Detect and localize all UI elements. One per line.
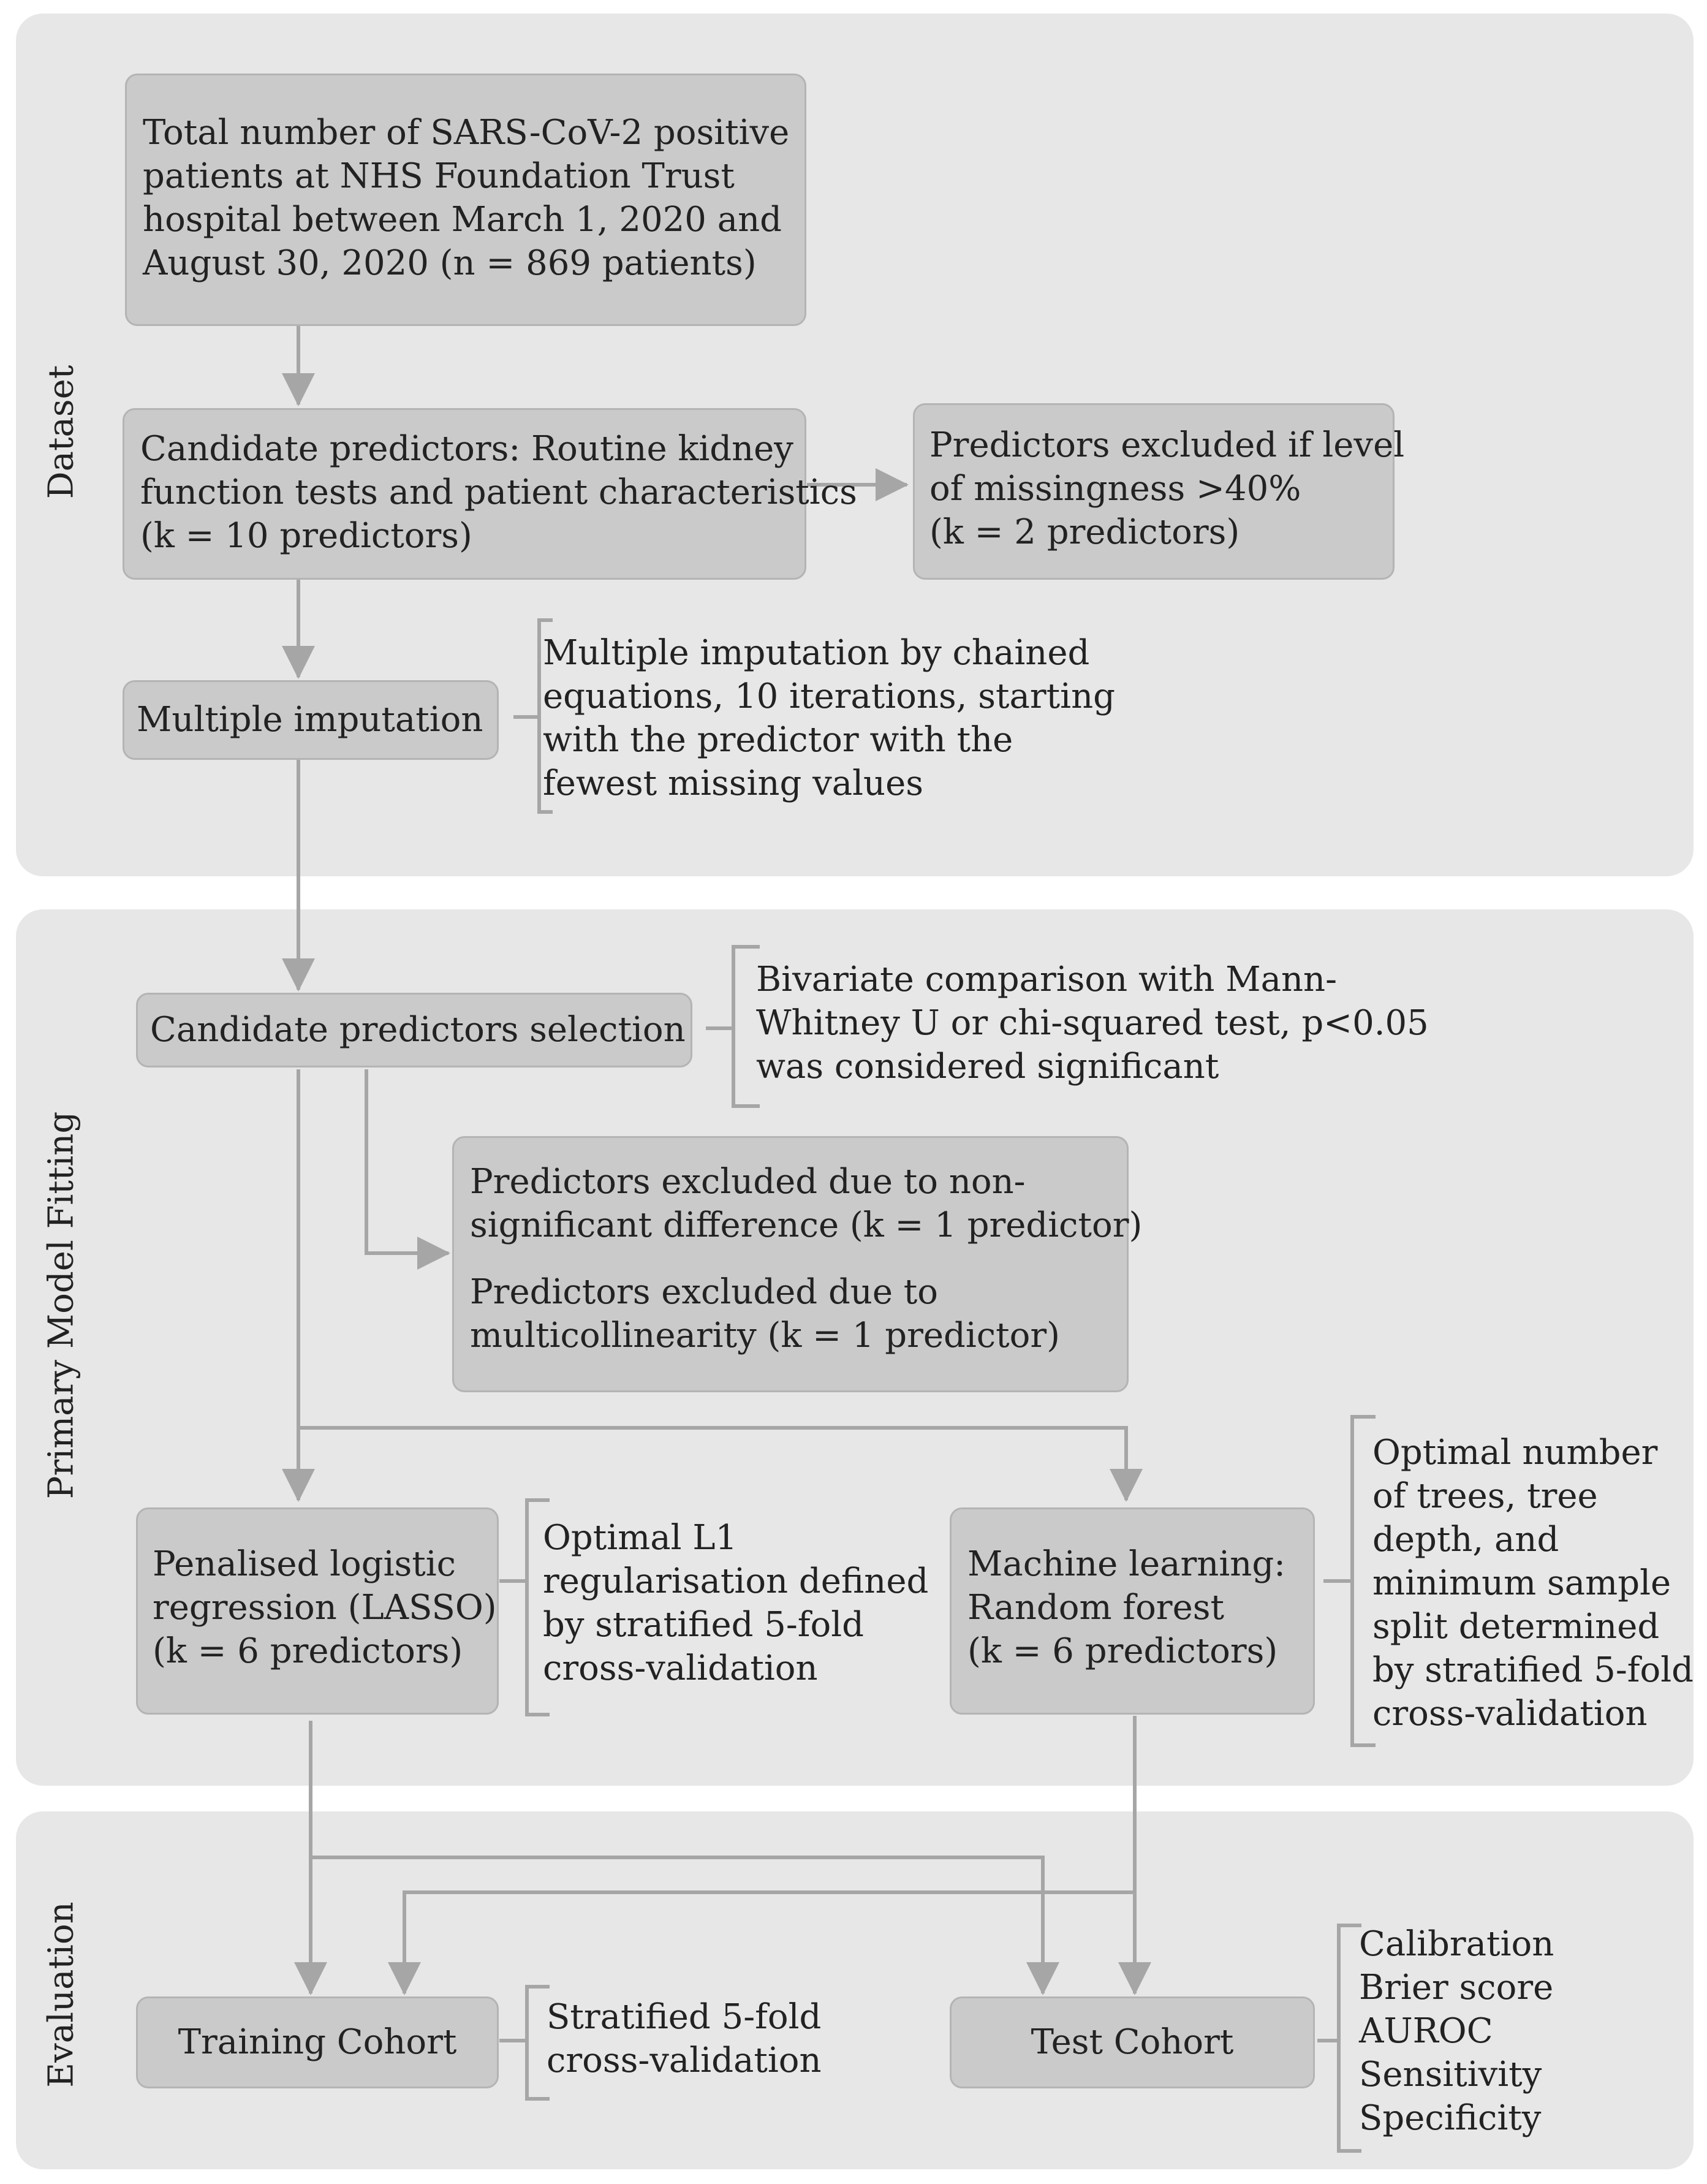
test-note-line-4: Sensitivity (1359, 2055, 1542, 2095)
rf-note-line-5: split determined (1372, 1607, 1660, 1647)
lasso-note-line-2: regularisation defined (543, 1561, 929, 1601)
test-note-line-1: Calibration (1359, 1924, 1554, 1964)
test-note-line-2: Brier score (1359, 1968, 1554, 2008)
brace-lasso (499, 1498, 550, 1716)
brace-selection (706, 945, 760, 1108)
imputation-note-line-2: equations, 10 iterations, starting (543, 677, 1116, 716)
test-note: Calibration Brier score AUROC Sensitivit… (1359, 1922, 1554, 2140)
training-note-line-2: cross-validation (547, 2041, 822, 2080)
rf-note-line-3: depth, and (1372, 1520, 1559, 1560)
lasso-line-1: Penalised logistic (153, 1544, 456, 1584)
lasso-note: Optimal L1 regularisation defined by str… (543, 1516, 928, 1690)
arrow-branch-to-rf (298, 1426, 1143, 1502)
candidate-line-2: function tests and patient characteristi… (140, 472, 857, 512)
total-patients-line-3: hospital between March 1, 2020 and (143, 200, 782, 240)
rf-note-line-4: minimum sample (1372, 1563, 1671, 1603)
training-note-line-1: Stratified 5-fold (547, 1997, 822, 2037)
brace-training (499, 1985, 550, 2101)
excluded-multicol-line-2: multicollinearity (k = 1 predictor) (470, 1316, 1060, 1356)
selection-note: Bivariate comparison with Mann- Whitney … (756, 958, 1429, 1088)
training-cohort-box: Training Cohort (136, 1996, 499, 2088)
imputation-label: Multiple imputation (137, 700, 483, 740)
arrow-rf-to-training (388, 1890, 1135, 1995)
selection-label: Candidate predictors selection (150, 1010, 686, 1050)
excluded-missingness-box: Predictors excluded if level of missingn… (913, 403, 1405, 580)
excluded-nonsig-line-2: significant difference (k = 1 predictor) (470, 1205, 1143, 1245)
rf-note-line-6: by stratified 5-fold (1372, 1650, 1694, 1690)
excluded-multicol-line-1: Predictors excluded due to (470, 1272, 939, 1312)
excluded-predictors-box: Predictors excluded due to non- signific… (452, 1136, 1143, 1392)
test-note-line-5: Specificity (1359, 2098, 1542, 2138)
multiple-imputation-box: Multiple imputation (123, 680, 499, 760)
test-cohort-box: Test Cohort (950, 1996, 1315, 2088)
candidate-line-3: (k = 10 predictors) (140, 516, 472, 556)
random-forest-box: Machine learning: Random forest (k = 6 p… (950, 1507, 1315, 1715)
arrow-lasso-to-test (311, 1856, 1059, 1995)
brace-imputation (513, 618, 553, 814)
imputation-note: Multiple imputation by chained equations… (543, 631, 1115, 805)
total-patients-line-2: patients at NHS Foundation Trust (143, 156, 735, 196)
test-cohort-label: Test Cohort (1031, 2022, 1234, 2062)
brace-rf (1323, 1415, 1376, 1747)
lasso-box: Penalised logistic regression (LASSO) (k… (136, 1507, 499, 1715)
selection-note-line-2: Whitney U or chi-squared test, p<0.05 (756, 1003, 1429, 1043)
training-note: Stratified 5-fold cross-validation (547, 1995, 822, 2082)
training-cohort-label: Training Cohort (178, 2022, 457, 2062)
rf-line-3: (k = 6 predictors) (967, 1631, 1278, 1671)
test-note-line-3: AUROC (1359, 2011, 1493, 2051)
rf-line-2: Random forest (967, 1588, 1224, 1628)
rf-line-1: Machine learning: (967, 1544, 1286, 1584)
imputation-note-line-4: fewest missing values (543, 764, 923, 803)
excluded-missing-line-1: Predictors excluded if level (929, 425, 1405, 465)
brace-test (1317, 1924, 1361, 2153)
lasso-note-line-1: Optimal L1 (543, 1518, 738, 1558)
rf-note-line-1: Optimal number (1372, 1433, 1658, 1473)
candidate-line-1: Candidate predictors: Routine kidney (140, 429, 793, 469)
selection-note-line-3: was considered significant (756, 1047, 1219, 1086)
excluded-missing-line-3: (k = 2 predictors) (929, 512, 1240, 552)
total-patients-line-1: Total number of SARS-CoV-2 positive (143, 113, 790, 153)
imputation-note-line-1: Multiple imputation by chained (543, 633, 1090, 673)
lasso-note-line-4: cross-validation (543, 1648, 818, 1688)
lasso-note-line-3: by stratified 5-fold (543, 1605, 864, 1645)
rf-note-line-2: of trees, tree (1372, 1476, 1598, 1516)
excluded-nonsig-line-1: Predictors excluded due to non- (470, 1162, 1026, 1202)
excluded-missing-line-2: of missingness >40% (929, 469, 1301, 509)
random-forest-note: Optimal number of trees, tree depth, and… (1372, 1431, 1694, 1735)
predictors-selection-box: Candidate predictors selection (136, 993, 692, 1067)
imputation-note-line-3: with the predictor with the (543, 720, 1013, 760)
total-patients-box: Total number of SARS-CoV-2 positive pati… (125, 74, 806, 326)
selection-note-line-1: Bivariate comparison with Mann- (756, 960, 1338, 999)
lasso-line-2: regression (LASSO) (153, 1588, 497, 1628)
candidate-predictors-box: Candidate predictors: Routine kidney fun… (123, 408, 857, 580)
lasso-line-3: (k = 6 predictors) (153, 1631, 463, 1671)
rf-note-line-7: cross-validation (1372, 1694, 1648, 1734)
total-patients-line-4: August 30, 2020 (n = 869 patients) (143, 243, 757, 283)
arrow-selection-to-exclusions (365, 1069, 450, 1270)
